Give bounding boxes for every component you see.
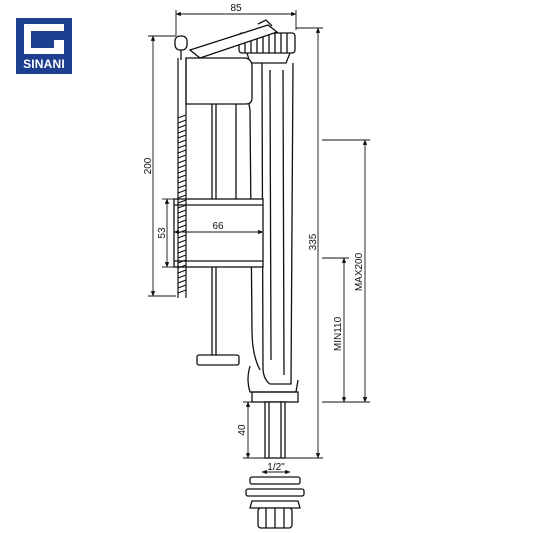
dim-adjust-max: MAX200 (354, 252, 365, 291)
logo-mark-icon (24, 24, 64, 54)
valve-body (173, 19, 299, 403)
logo-text: SINANI (23, 57, 65, 71)
dim-float-travel: 200 (143, 157, 154, 174)
dim-total-height: 335 (308, 233, 319, 250)
sinani-logo: SINANI (16, 18, 72, 74)
dim-shank-length: 40 (237, 424, 248, 436)
dim-thread-size: 1/2" (267, 462, 285, 473)
washers-and-nut (245, 476, 305, 529)
dim-float-width: 66 (212, 221, 224, 232)
dim-overall-width: 85 (230, 3, 242, 14)
dim-float-height: 53 (157, 227, 168, 239)
dim-adjust-min: MIN110 (333, 316, 344, 351)
shank (264, 401, 286, 459)
dimension-lines (148, 10, 370, 475)
thread-marks (177, 114, 187, 294)
dimension-labels: 85 200 53 66 335 MAX200 MIN110 40 1/2" (143, 3, 365, 473)
